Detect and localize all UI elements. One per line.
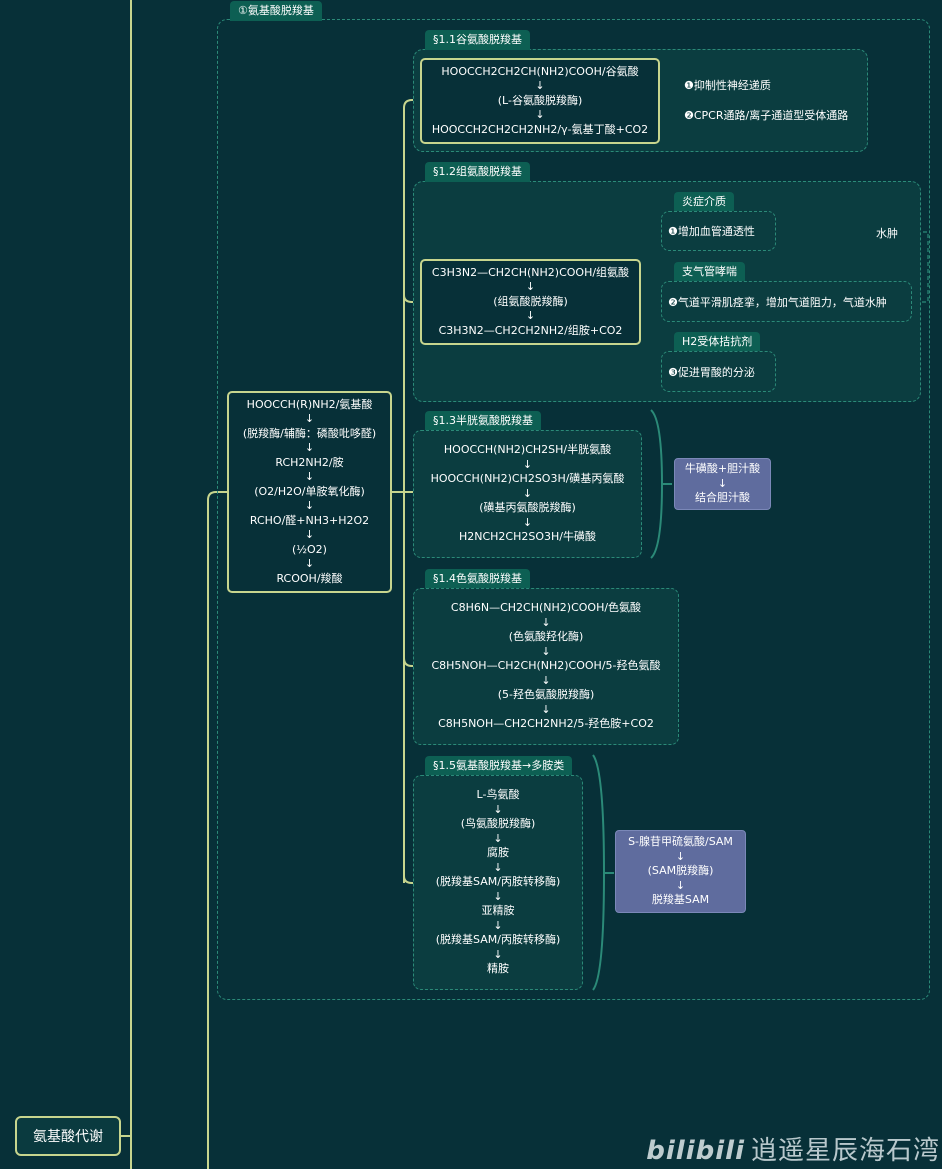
glutamate-leaf-2: ❷CPCR通路/离子通道型受体通路 bbox=[684, 109, 849, 122]
polyamine-node: L-鸟氨酸↓(鸟氨酸脱羧酶) ↓腐胺↓ (脱羧基SAM/丙胺转移酶)↓亚精胺 ↓… bbox=[413, 775, 583, 990]
subsection-1-5-title: §1.5氨基酸脱羧基→多胺类 bbox=[425, 756, 573, 776]
edema-label: 水肿 bbox=[876, 227, 898, 240]
subsection-1-4-title: §1.4色氨酸脱羧基 bbox=[425, 569, 530, 589]
histidine-leaf-2: ❷气道平滑肌痉挛，增加气道阻力，气道水肿 bbox=[661, 281, 912, 322]
subsection-1-2-title: §1.2组氨酸脱羧基 bbox=[425, 162, 530, 182]
subsection-1-1-title: §1.1谷氨酸脱羧基 bbox=[425, 30, 530, 50]
glutamate-leaf-1: ❶抑制性神经递质 bbox=[684, 79, 771, 92]
tryptophan-node: C8H6N—CH2CH(NH2)COOH/色氨酸↓(色氨酸羟化酶) ↓C8H5N… bbox=[413, 588, 679, 745]
root-node[interactable]: 氨基酸代谢 bbox=[15, 1116, 121, 1156]
histidine-node: C3H3N2—CH2CH(NH2)COOH/组氨酸↓(组氨酸脱羧酶) ↓C3H3… bbox=[420, 259, 641, 345]
tag-asthma: 支气管哮喘 bbox=[674, 262, 745, 282]
glutamate-node: HOOCCH2CH2CH(NH2)COOH/谷氨酸↓(L-谷氨酸脱羧酶) ↓HO… bbox=[420, 58, 660, 144]
tag-h2-antagonist: H2受体拮抗剂 bbox=[674, 332, 761, 352]
section-frame bbox=[217, 19, 930, 1000]
section-title: ①氨基酸脱羧基 bbox=[230, 1, 322, 21]
central-node: HOOCCH(R)NH2/氨基酸↓(脱羧酶/辅酶：磷酸吡哆醛) ↓RCH2NH2… bbox=[227, 391, 392, 593]
cysteine-node: HOOCCH(NH2)CH2SH/半胱氨酸↓HOOCCH(NH2)CH2SO3H… bbox=[413, 430, 642, 558]
subsection-1-3-title: §1.3半胱氨酸脱羧基 bbox=[425, 411, 541, 431]
histidine-leaf-1: ❶增加血管通透性 bbox=[661, 211, 776, 251]
histidine-leaf-3: ❸促进胃酸的分泌 bbox=[661, 351, 776, 392]
bile-acid-note: 牛磺酸+胆汁酸↓结合胆汁酸 bbox=[674, 458, 771, 510]
bilibili-logo: bilibili bbox=[646, 1136, 745, 1166]
sam-note: S-腺苷甲硫氨酸/SAM↓(SAM脱羧酶) ↓脱羧基SAM bbox=[615, 830, 746, 913]
tag-inflammation: 炎症介质 bbox=[674, 192, 734, 212]
